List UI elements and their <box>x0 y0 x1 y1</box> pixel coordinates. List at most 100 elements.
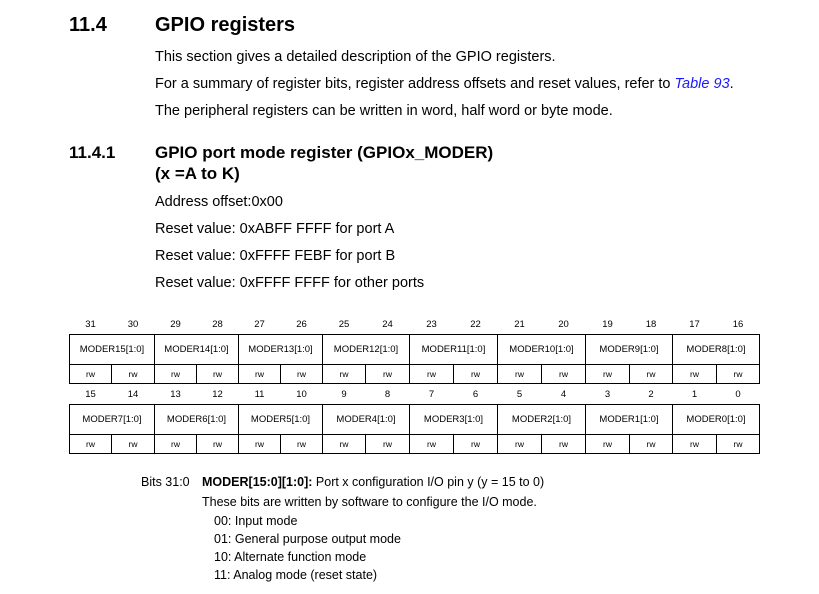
bit-number: 16 <box>732 318 744 330</box>
register-field-cell: MODER13[1:0] <box>238 334 323 365</box>
register-field-cell: MODER8[1:0] <box>672 334 760 365</box>
access-cell: rw <box>322 364 366 384</box>
register-field-cell: MODER9[1:0] <box>585 334 673 365</box>
bit-number: 25 <box>338 318 350 330</box>
register-field-cell: MODER2[1:0] <box>497 404 586 435</box>
address-offset: Address offset:0x00 <box>155 194 283 210</box>
access-cell: rw <box>69 434 112 454</box>
access-cell: rw <box>541 364 586 384</box>
bit-number: 27 <box>254 318 265 330</box>
access-cell: rw <box>716 434 760 454</box>
access-cell: rw <box>497 364 542 384</box>
bit-number: 24 <box>382 318 393 330</box>
field-name: MODER[15:0][1:0]: <box>202 475 313 489</box>
access-cell: rw <box>238 434 281 454</box>
access-cell: rw <box>672 364 717 384</box>
access-cell: rw <box>154 434 197 454</box>
mode-item: 00: Input mode <box>214 514 298 528</box>
access-cell: rw <box>585 434 630 454</box>
access-cell: rw <box>409 434 454 454</box>
access-cell: rw <box>111 434 155 454</box>
bit-number: 2 <box>648 388 654 400</box>
bit-number: 30 <box>127 318 139 330</box>
access-cell: rw <box>154 364 197 384</box>
field-name-row: MODER7[1:0]MODER6[1:0]MODER5[1:0]MODER4[… <box>69 404 760 435</box>
register-field-cell: MODER4[1:0] <box>322 404 410 435</box>
bit-number: 23 <box>426 318 437 330</box>
register-field-cell: MODER10[1:0] <box>497 334 586 365</box>
access-paragraph: The peripheral registers can be written … <box>155 103 613 119</box>
bit-number: 7 <box>428 388 435 400</box>
access-cell: rw <box>453 364 498 384</box>
register-field-cell: MODER0[1:0] <box>672 404 760 435</box>
bit-number: 1 <box>691 388 698 400</box>
bit-number: 28 <box>212 318 223 330</box>
field-description: MODER[15:0][1:0]: Port x configuration I… <box>202 475 544 489</box>
reset-value-port-a: Reset value: 0xABFF FFFF for port A <box>155 221 395 237</box>
summary-text: For a summary of register bits, register… <box>155 76 675 92</box>
register-field-cell: MODER5[1:0] <box>238 404 323 435</box>
register-field-cell: MODER6[1:0] <box>154 404 239 435</box>
summary-paragraph: For a summary of register bits, register… <box>155 76 734 92</box>
access-cell: rw <box>280 434 323 454</box>
register-field-cell: MODER7[1:0] <box>69 404 155 435</box>
bit-number: 18 <box>645 318 657 330</box>
section-number: 11.4 <box>69 14 107 36</box>
bit-number: 17 <box>689 318 700 330</box>
access-cell: rw <box>280 364 323 384</box>
access-cell: rw <box>365 364 410 384</box>
table-93-link[interactable]: Table 93 <box>674 76 730 92</box>
access-cell: rw <box>541 434 586 454</box>
access-cell: rw <box>365 434 410 454</box>
bit-number: 11 <box>254 388 265 400</box>
mode-item: 01: General purpose output mode <box>214 532 401 546</box>
bit-number: 10 <box>296 388 307 400</box>
bit-number: 21 <box>514 318 525 330</box>
register-field-cell: MODER11[1:0] <box>409 334 498 365</box>
bit-number: 14 <box>127 388 139 400</box>
access-cell: rw <box>585 364 630 384</box>
bits-range-label: Bits 31:0 <box>141 475 190 489</box>
register-field-cell: MODER1[1:0] <box>585 404 673 435</box>
bit-number: 12 <box>212 388 223 400</box>
access-cell: rw <box>322 434 366 454</box>
bit-number: 5 <box>516 388 523 400</box>
bit-number: 0 <box>735 388 741 400</box>
register-field-cell: MODER3[1:0] <box>409 404 498 435</box>
access-cell: rw <box>196 364 239 384</box>
access-cell: rw <box>409 364 454 384</box>
bit-number: 9 <box>341 388 347 400</box>
access-cell: rw <box>497 434 542 454</box>
register-field-cell: MODER12[1:0] <box>322 334 410 365</box>
access-cell: rw <box>111 364 155 384</box>
reset-value-port-b: Reset value: 0xFFFF FEBF for port B <box>155 248 396 264</box>
subsection-title-line2: (x =A to K) <box>155 164 240 183</box>
access-cell: rw <box>196 434 239 454</box>
bit-number: 26 <box>296 318 307 330</box>
bit-number: 4 <box>560 388 567 400</box>
bit-number: 31 <box>85 318 96 330</box>
access-cell: rw <box>672 434 717 454</box>
bit-number: 22 <box>470 318 481 330</box>
mode-item: 11: Analog mode (reset state) <box>214 568 378 582</box>
bit-number: 19 <box>602 318 613 330</box>
intro-paragraph: This section gives a detailed descriptio… <box>155 49 556 65</box>
mode-item: 10: Alternate function mode <box>214 550 367 564</box>
bit-number: 13 <box>170 388 181 400</box>
subsection-title: GPIO port mode register (GPIOx_MODER) <box>155 143 494 162</box>
access-cell: rw <box>629 434 673 454</box>
field-name-row: MODER15[1:0]MODER14[1:0]MODER13[1:0]MODE… <box>69 334 760 365</box>
bit-number: 3 <box>604 388 611 400</box>
subsection-number: 11.4.1 <box>69 143 116 162</box>
bit-number: 6 <box>472 388 479 400</box>
access-cell: rw <box>716 364 760 384</box>
bit-number: 8 <box>384 388 391 400</box>
access-cell: rw <box>629 364 673 384</box>
access-cell: rw <box>453 434 498 454</box>
reset-value-other: Reset value: 0xFFFF FFFF for other ports <box>155 275 425 291</box>
access-cell: rw <box>238 364 281 384</box>
